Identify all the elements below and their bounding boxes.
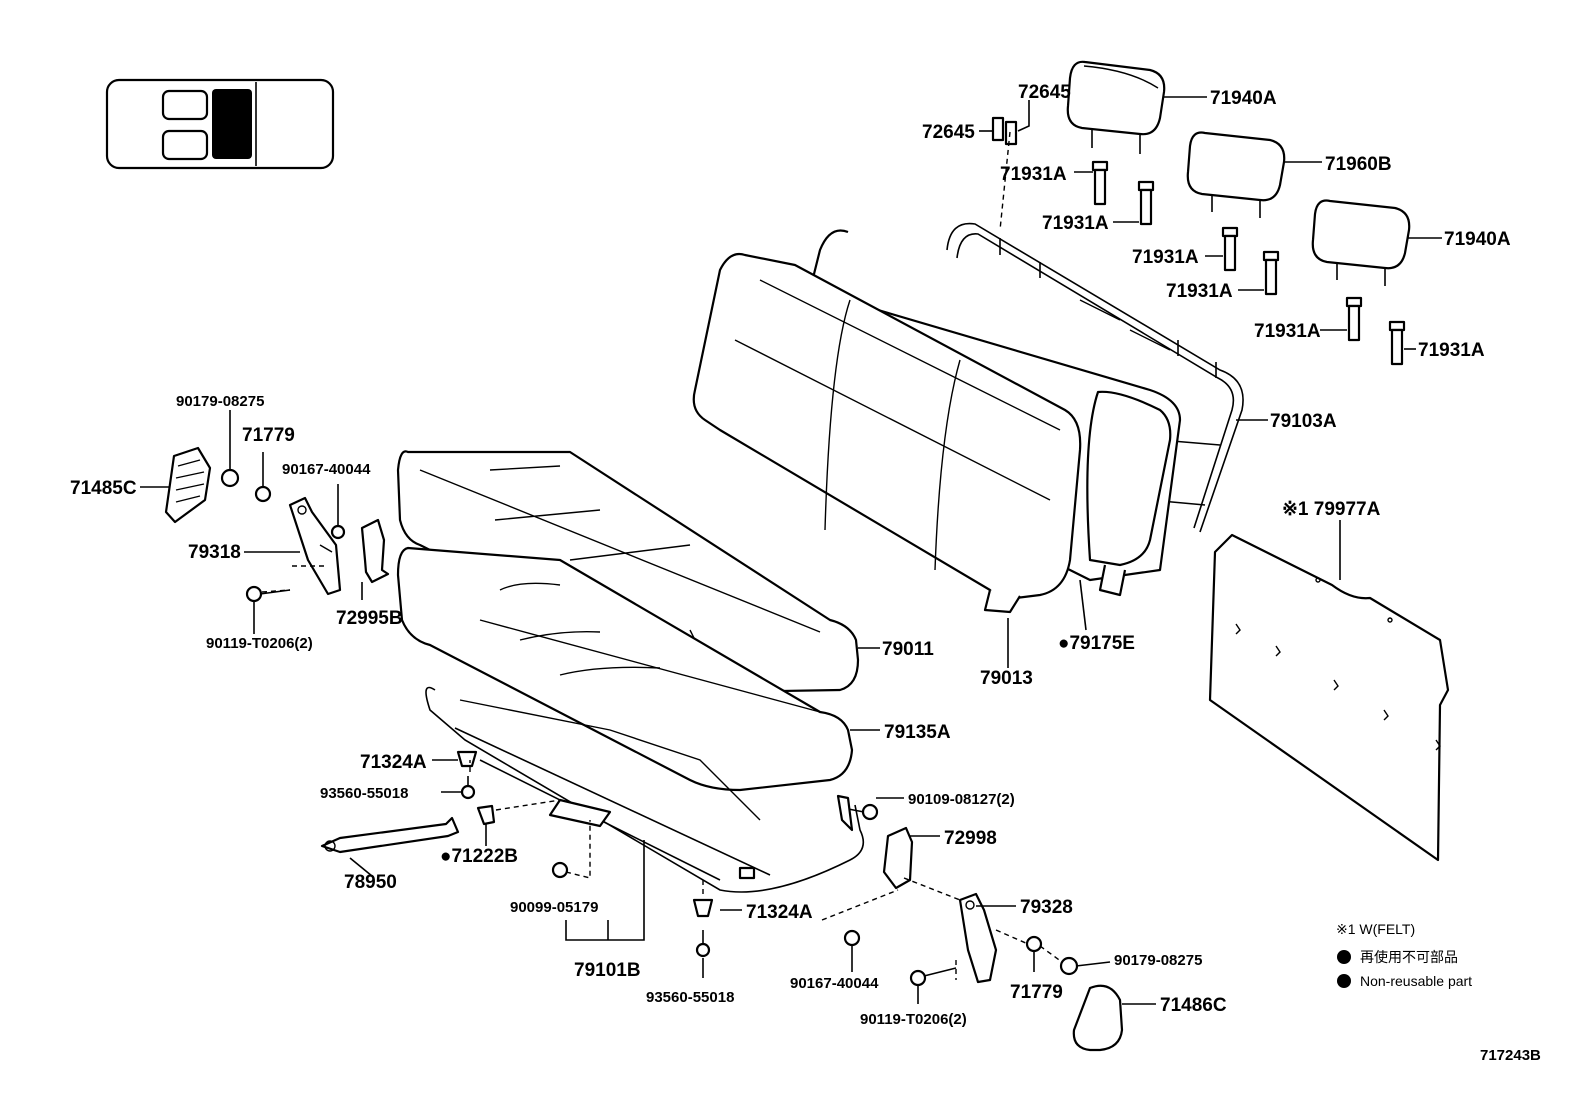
label-90167-40044-left: 90167-40044	[282, 461, 371, 478]
label-71931A-2: 71931A	[1042, 213, 1109, 234]
label-71779-left: 71779	[242, 425, 295, 446]
legend-nonreusable-jp: 再使用不可部品	[1360, 949, 1458, 965]
label-79013: 79013	[980, 668, 1033, 689]
label-79135A: 79135A	[884, 722, 951, 743]
headrest-supports-71931A	[1091, 160, 1406, 366]
cover-72998	[882, 826, 914, 890]
label-71931A-4: 71931A	[1166, 281, 1233, 302]
seat-position-key	[105, 78, 335, 170]
headrest-71940A-right	[1311, 199, 1411, 286]
legend-bullet-jp	[1337, 950, 1351, 964]
headrest-guide-72645	[991, 116, 1018, 146]
label-71931A-1: 71931A	[1000, 164, 1067, 185]
washer-71779-right	[1025, 935, 1043, 953]
hinge-79318	[288, 496, 342, 596]
label-71940A-top: 71940A	[1210, 88, 1277, 109]
label-78950: 78950	[344, 872, 397, 893]
bolt-90109-08127	[836, 794, 879, 832]
label-71960B: 71960B	[1325, 154, 1392, 175]
cap-71324A-left	[456, 750, 478, 768]
bolt-90167-40044-left	[330, 524, 346, 540]
label-90099-05179: 90099-05179	[510, 899, 598, 916]
label-90109-08127: 90109-08127(2)	[908, 791, 1015, 808]
label-79318: 79318	[188, 542, 241, 563]
label-90167-40044-right: 90167-40044	[790, 975, 879, 992]
legend-nonreusable-en: Non-reusable part	[1360, 973, 1472, 989]
label-71931A-3: 71931A	[1132, 247, 1199, 268]
hinge-cover-71485C	[164, 446, 212, 524]
label-93560-55018-left: 93560-55018	[320, 785, 408, 802]
nut-90179-08275-right	[1059, 956, 1079, 976]
nut-90099-05179	[551, 861, 569, 879]
belt-78950	[320, 816, 460, 854]
label-72645-a: 72645	[1018, 82, 1071, 103]
cap-71324A-right	[692, 898, 714, 918]
label-71222B: ●71222B	[440, 846, 518, 867]
label-71324A-left: 71324A	[360, 752, 427, 773]
headrest-71940A-top	[1066, 60, 1166, 154]
hinge-79328	[958, 892, 998, 984]
hinge-cover-71486C	[1072, 984, 1124, 1052]
washer-71779-left	[254, 485, 272, 503]
headrest-71960B	[1186, 131, 1286, 218]
label-71931A-6: 71931A	[1418, 340, 1485, 361]
seatback-cover	[692, 252, 1172, 614]
leader-lines	[140, 96, 1442, 1005]
label-71485C: 71485C	[70, 478, 137, 499]
clip-71222B	[476, 804, 496, 826]
label-71931A-5: 71931A	[1254, 321, 1321, 342]
label-79328: 79328	[1020, 897, 1073, 918]
label-72995B: 72995B	[336, 608, 403, 629]
bolt-90119-T0206-right	[909, 967, 957, 987]
label-79101B: 79101B	[574, 960, 641, 981]
leader-dash-nut	[565, 820, 591, 879]
seat-cushion-pad-79135A	[396, 546, 854, 792]
label-72998: 72998	[944, 828, 997, 849]
label-79175E: ●79175E	[1058, 633, 1135, 654]
label-79977A: ※1 79977A	[1282, 499, 1381, 520]
leader-dash-left-hinge	[261, 565, 328, 593]
label-71779-right: 71779	[1010, 982, 1063, 1003]
label-79103A: 79103A	[1270, 411, 1337, 432]
label-71940A-right: 71940A	[1444, 229, 1511, 250]
label-72645-b: 72645	[922, 122, 975, 143]
bolt-90167-40044-right	[843, 929, 861, 947]
label-71486C: 71486C	[1160, 995, 1227, 1016]
felt-79977A	[1208, 533, 1450, 862]
label-93560-55018-right: 93560-55018	[646, 989, 734, 1006]
bracket-72995B	[360, 518, 390, 584]
illustration-code: 717243B	[1480, 1047, 1541, 1064]
label-79011: 79011	[882, 639, 934, 660]
legend-bullet-en	[1337, 974, 1351, 988]
seat-frame-79101B	[425, 686, 865, 893]
label-90119-T0206-left: 90119-T0206(2)	[206, 635, 313, 652]
leader-dash-left-clip	[469, 760, 561, 811]
label-90179-08275-right: 90179-08275	[1114, 952, 1202, 969]
clip-93560-55018-left	[460, 776, 476, 800]
legend-note: ※1 W(FELT)	[1336, 921, 1415, 937]
label-90119-T0206-right: 90119-T0206(2)	[860, 1011, 967, 1028]
nut-90179-08275-left	[220, 468, 240, 488]
bolt-90119-T0206-left	[245, 585, 291, 603]
legend: ※1 W(FELT) 再使用不可部品 Non-reusable part	[1336, 921, 1472, 989]
leader-dash-right-hinge	[821, 877, 1063, 980]
label-90179-08275-left: 90179-08275	[176, 393, 264, 410]
label-71324A-right: 71324A	[746, 902, 813, 923]
clip-93560-55018-right	[695, 930, 711, 958]
